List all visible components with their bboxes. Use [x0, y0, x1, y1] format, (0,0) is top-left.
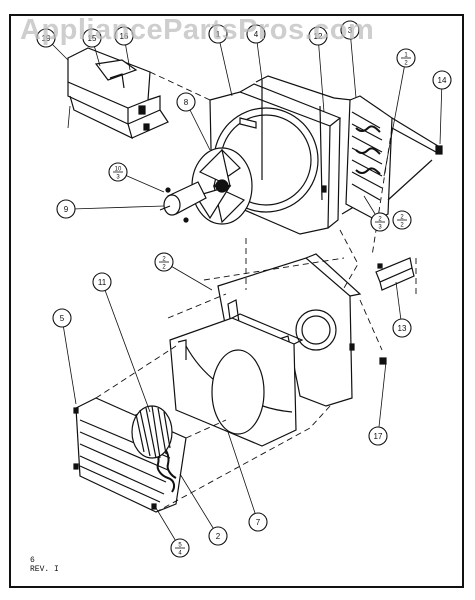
fraction-bottom: 2	[162, 265, 166, 271]
callout-label: 5	[60, 314, 65, 323]
callout-label: 3	[348, 26, 353, 35]
callout-9: 9	[56, 199, 76, 219]
fraction-callout-2-2: 22	[392, 210, 412, 230]
callout-label: 4	[254, 30, 259, 39]
condenser-coil-assembly	[73, 397, 187, 513]
fraction-top: 2	[378, 217, 382, 223]
fraction-callout-2-3: 23	[370, 212, 390, 232]
callout-3: 3	[340, 20, 360, 40]
callout-circle	[248, 512, 268, 532]
callout-circle	[340, 20, 360, 40]
callout-circle	[308, 26, 328, 46]
fraction-top: 1	[404, 53, 408, 59]
callout-label: 19	[42, 34, 51, 43]
callout-12: 12	[308, 26, 328, 46]
callout-circle	[246, 24, 266, 44]
callout-4: 4	[246, 24, 266, 44]
callout-label: 1	[216, 30, 221, 39]
fraction-callout-10-3: 103	[108, 162, 128, 182]
callout-15: 15	[82, 28, 102, 48]
callout-circle	[82, 28, 102, 48]
fraction-bottom: 2	[404, 61, 408, 67]
callout-label: 8	[184, 98, 189, 107]
callout-circle	[92, 272, 112, 292]
callout-8: 8	[176, 92, 196, 112]
fraction-bottom: 3	[116, 175, 120, 181]
callout-label: 7	[256, 518, 261, 527]
callout-11: 11	[92, 272, 112, 292]
fraction-bottom: 3	[378, 225, 382, 231]
callout-13: 13	[392, 318, 412, 338]
callout-14: 14	[432, 70, 452, 90]
scroll-panel	[169, 313, 304, 447]
callout-circle	[52, 308, 72, 328]
fraction-callout-1-2: 12	[396, 48, 416, 68]
fraction-top: 5	[178, 543, 182, 549]
callout-circle	[208, 24, 228, 44]
fraction-top: 2	[400, 215, 404, 221]
callout-label: 16	[120, 32, 129, 41]
callout-circle	[176, 92, 196, 112]
fraction-bottom: 2	[400, 223, 404, 229]
callout-label: 14	[438, 76, 447, 85]
callout-label: 17	[374, 432, 383, 441]
callout-5: 5	[52, 308, 72, 328]
callout-circle	[36, 28, 56, 48]
callout-17: 17	[368, 426, 388, 446]
revision-note: 6 REV. I	[30, 556, 59, 574]
callout-label: 9	[64, 205, 69, 214]
callout-label: 13	[398, 324, 407, 333]
callout-circle	[392, 318, 412, 338]
fan-motor-assembly	[159, 147, 253, 225]
callout-label: 15	[88, 34, 97, 43]
diagram-border	[9, 14, 464, 588]
callout-circle	[114, 26, 134, 46]
revision-label: REV. I	[30, 565, 59, 574]
callout-circle	[56, 199, 76, 219]
fraction-callout-2-2: 22	[154, 252, 174, 272]
callout-2: 2	[208, 526, 228, 546]
callout-label: 11	[98, 278, 107, 287]
callout-16: 16	[114, 26, 134, 46]
callout-circle	[208, 526, 228, 546]
fraction-bottom: 4	[178, 551, 182, 557]
evaporator-coil-top	[345, 95, 443, 221]
bracket	[375, 257, 415, 291]
fraction-top: 2	[162, 257, 166, 263]
callout-label: 12	[314, 32, 323, 41]
callout-7: 7	[248, 512, 268, 532]
callout-label: 2	[216, 532, 221, 541]
revision-sheet: 6	[30, 556, 35, 565]
callout-19: 19	[36, 28, 56, 48]
fraction-top: 10	[115, 167, 122, 173]
fraction-callout-5-4: 54	[170, 538, 190, 558]
assembly-lines	[95, 71, 417, 513]
top-panel-assembly	[67, 47, 169, 140]
callout-1: 1	[208, 24, 228, 44]
callout-circle	[368, 426, 388, 446]
callout-circle	[432, 70, 452, 90]
